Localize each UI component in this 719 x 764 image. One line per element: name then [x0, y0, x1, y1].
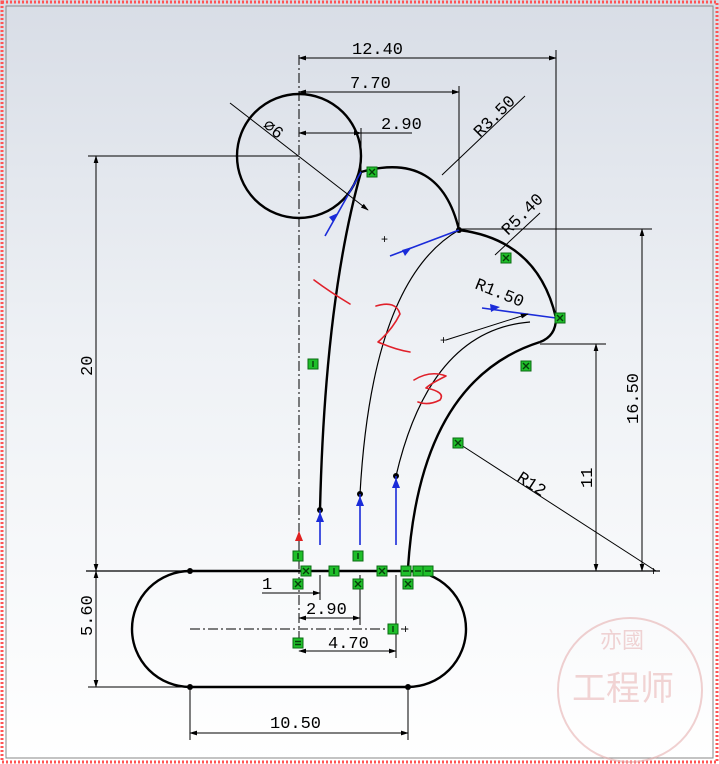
left-stem-curve — [318, 171, 363, 511]
sketch-relations — [292, 166, 566, 649]
dimension-lines: + + + + — [88, 50, 657, 740]
relation-badge-vertical[interactable] — [292, 550, 304, 562]
svg-text:+: + — [402, 622, 409, 636]
dim-1[interactable]: 1 — [262, 576, 272, 595]
relation-badge-coincident[interactable] — [402, 578, 414, 590]
relation-badge-equal[interactable] — [292, 637, 304, 649]
relation-badge-tangent[interactable] — [366, 166, 378, 178]
dim-12-40[interactable]: 12.40 — [352, 41, 403, 60]
guide-curve-3 — [395, 321, 531, 477]
hand-stroke-2 — [375, 303, 411, 353]
relation-badge-coincident[interactable] — [292, 578, 304, 590]
relation-badge-horizontal[interactable] — [400, 565, 412, 577]
relation-badge-vertical[interactable] — [328, 565, 340, 577]
relation-badge-coincident[interactable] — [376, 565, 388, 577]
relation-badge-coincident[interactable] — [300, 565, 312, 577]
dim-10-50[interactable]: 10.50 — [270, 715, 321, 734]
hand-stroke-3 — [413, 372, 447, 405]
arc-r3-50 — [360, 166, 461, 231]
dim-20[interactable]: 20 — [79, 356, 98, 376]
watermark-brand-text: 工程师 — [572, 669, 674, 709]
watermark: 亦國 工程师 — [557, 617, 703, 763]
inner-frame — [5, 5, 714, 759]
svg-text:+: + — [381, 232, 388, 246]
hand-stroke-1 — [313, 279, 351, 305]
relation-badge-vertical[interactable] — [307, 358, 319, 370]
dim-2-90-top[interactable]: 2.90 — [381, 116, 422, 135]
dim-4-70[interactable]: 4.70 — [328, 635, 369, 654]
relation-badge-horizontal[interactable] — [422, 565, 434, 577]
dim-11[interactable]: 11 — [579, 468, 598, 488]
handwritten-annotations: 1 2 3 — [313, 279, 447, 405]
svg-text:+: + — [440, 333, 447, 347]
dim-16-50[interactable]: 16.50 — [625, 373, 644, 424]
relation-badge-tangent[interactable] — [452, 437, 464, 449]
blue-tangent-handles — [295, 171, 557, 545]
guide-curve-2 — [359, 229, 460, 495]
dim-7-70[interactable]: 7.70 — [350, 75, 391, 94]
relation-badge-tangent[interactable] — [554, 312, 566, 324]
relation-badge-horizontal[interactable] — [412, 565, 424, 577]
arc-r12 — [406, 340, 541, 569]
arc-r5-40 — [458, 228, 558, 319]
svg-text:+: + — [650, 564, 657, 578]
relation-badge-vertical[interactable] — [387, 623, 399, 635]
dim-2-90-bottom[interactable]: 2.90 — [306, 601, 347, 620]
relation-badge-tangent[interactable] — [500, 252, 512, 264]
relation-badge-coincident[interactable] — [352, 578, 364, 590]
dim-5-60[interactable]: 5.60 — [79, 595, 98, 636]
watermark-seal-text: 亦國 — [600, 629, 644, 654]
relation-badge-coincident[interactable] — [520, 360, 532, 372]
relation-badge-vertical[interactable] — [352, 550, 364, 562]
